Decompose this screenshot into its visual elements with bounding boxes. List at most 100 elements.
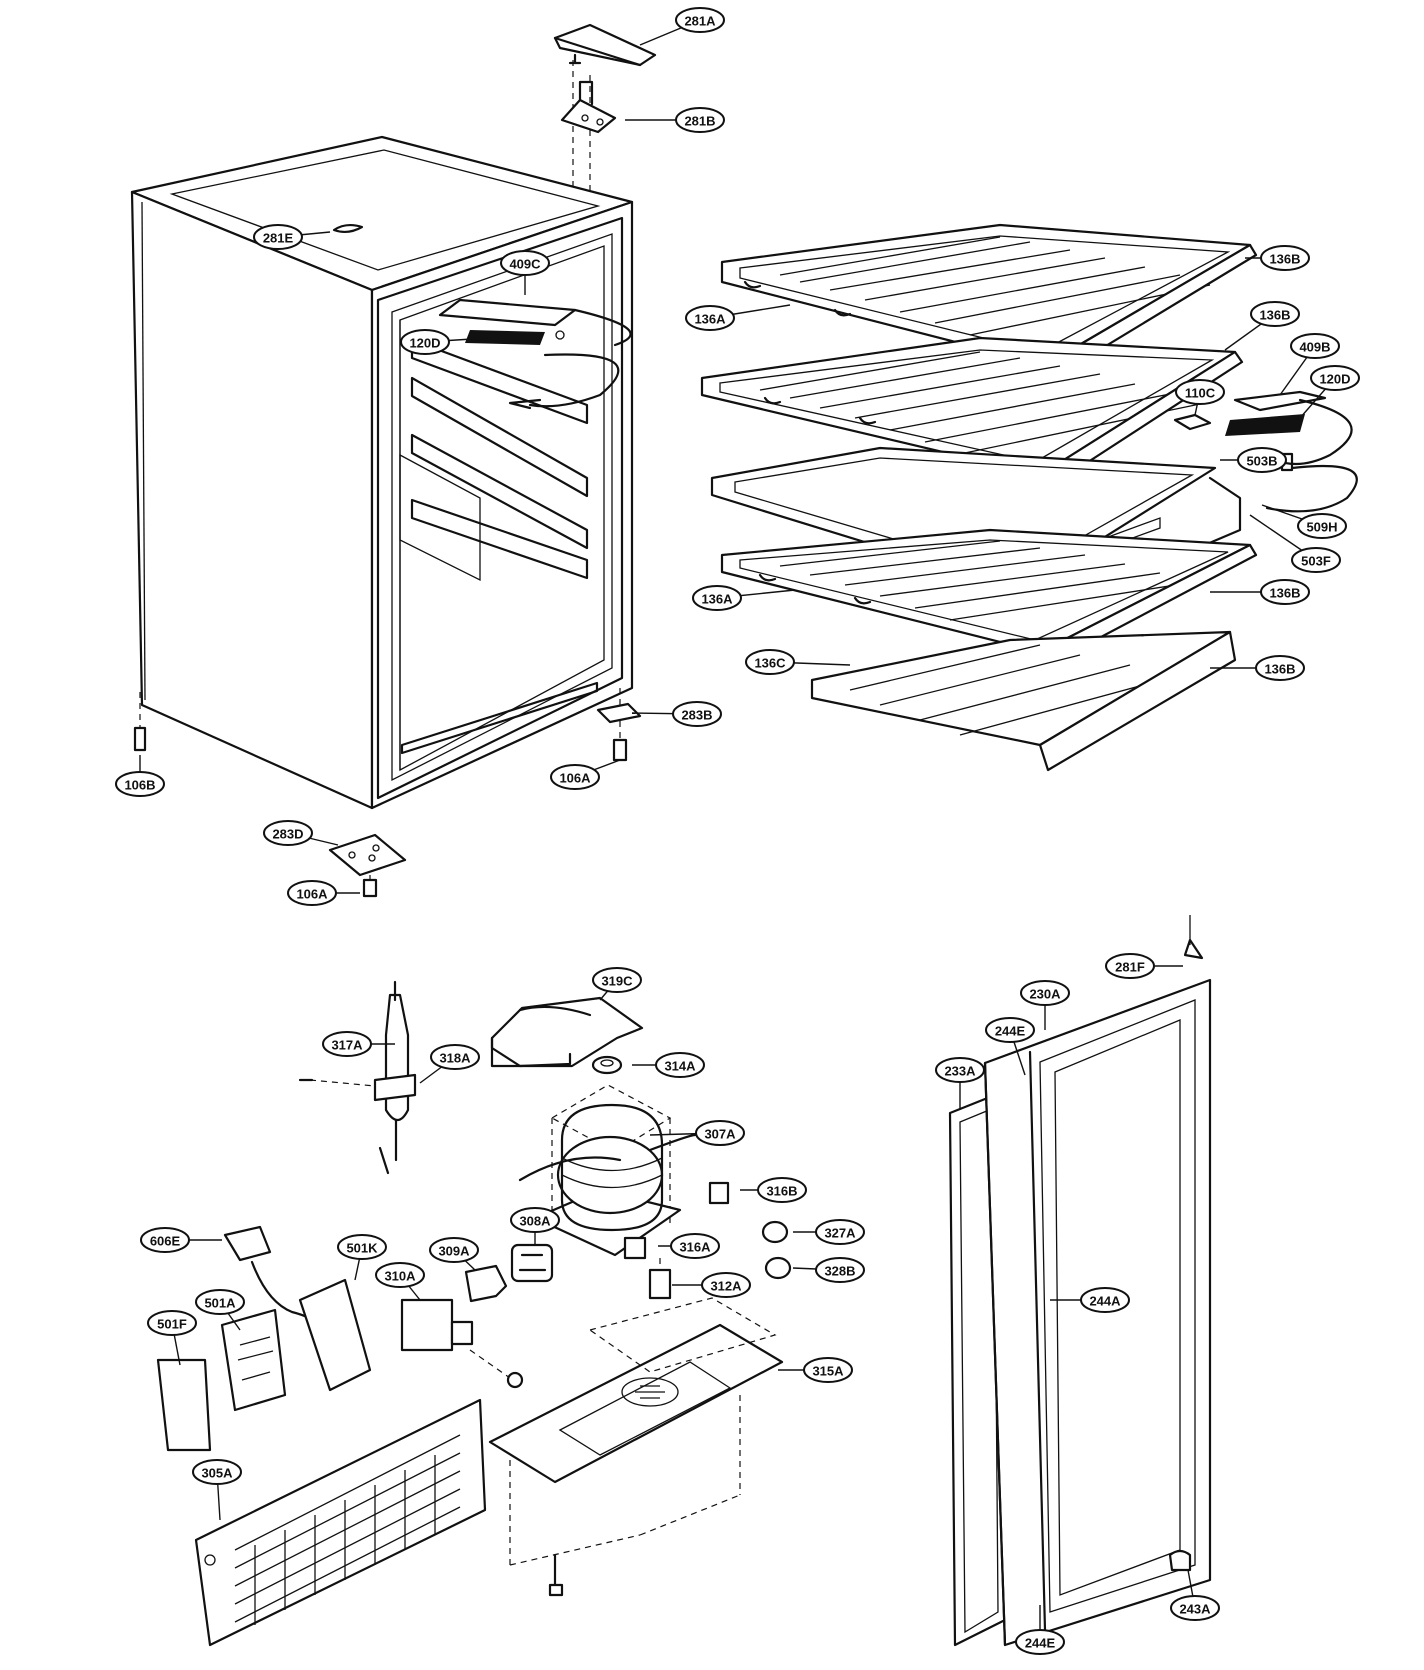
- callout-bubble: [550, 764, 600, 790]
- callout-label: 319C: [601, 974, 633, 989]
- callout-bubble: [815, 1219, 865, 1245]
- callout-label: 314A: [664, 1059, 696, 1074]
- callout-bubble: [147, 1310, 197, 1336]
- callout-bubble: [375, 1262, 425, 1288]
- callout-bubble: [1105, 953, 1155, 979]
- callout-244e: 244E: [1015, 1605, 1065, 1655]
- callout-label: 281B: [684, 114, 715, 129]
- callout-501a: 501A: [195, 1289, 245, 1331]
- callout-bubble: [592, 967, 642, 993]
- callout-106a: 106A: [287, 880, 360, 906]
- callout-label: 307A: [704, 1127, 736, 1142]
- callout-bubble: [1260, 579, 1310, 605]
- callout-label: 281E: [263, 231, 294, 246]
- callout-bubble: [253, 224, 303, 250]
- callout-label: 503B: [1246, 454, 1277, 469]
- callout-label: 327A: [824, 1226, 856, 1241]
- callout-bubble: [1170, 1595, 1220, 1621]
- callout-label: 106A: [559, 771, 591, 786]
- callout-233a: 233A: [935, 1057, 985, 1110]
- callout-bubble: [1175, 379, 1225, 405]
- callout-244a: 244A: [1050, 1287, 1130, 1313]
- callout-label: 136B: [1264, 662, 1295, 677]
- callout-label: 308A: [519, 1214, 551, 1229]
- callout-label: 243A: [1179, 1602, 1211, 1617]
- callout-label: 230A: [1029, 987, 1061, 1002]
- callout-312a: 312A: [672, 1272, 751, 1298]
- callout-bubble: [500, 250, 550, 276]
- callout-110c: 110C: [1175, 379, 1225, 416]
- callout-106b: 106B: [115, 755, 165, 797]
- callout-318a: 318A: [419, 1044, 480, 1084]
- callout-283d: 283D: [263, 820, 339, 846]
- callout-281a: 281A: [639, 7, 725, 46]
- callout-bubble: [337, 1234, 387, 1260]
- callout-label: 120D: [409, 336, 440, 351]
- callout-bubble: [985, 1017, 1035, 1043]
- door: [948, 915, 1212, 1647]
- callout-label: 120D: [1319, 372, 1350, 387]
- callout-bubble: [685, 305, 735, 331]
- callout-bubble: [1250, 301, 1300, 327]
- callout-label: 281A: [684, 14, 716, 29]
- callout-bubble: [400, 329, 450, 355]
- callout-label: 136B: [1269, 586, 1300, 601]
- callout-label: 136C: [754, 656, 786, 671]
- callout-503f: 503F: [1249, 514, 1341, 573]
- callout-bubble: [195, 1289, 245, 1315]
- callout-label: 244E: [1025, 1636, 1056, 1651]
- callout-label: 316A: [679, 1240, 711, 1255]
- callout-281b: 281B: [625, 107, 725, 133]
- callout-136b: 136B: [1210, 655, 1305, 681]
- callout-label: 509H: [1306, 520, 1337, 535]
- callout-bubble: [430, 1044, 480, 1070]
- callout-label: 312A: [710, 1279, 742, 1294]
- callout-label: 283B: [681, 708, 712, 723]
- callout-bubble: [1080, 1287, 1130, 1313]
- callout-bubble: [803, 1357, 853, 1383]
- callout-label: 409B: [1299, 340, 1330, 355]
- callout-label: 110C: [1185, 386, 1216, 401]
- callout-label: 501A: [204, 1296, 236, 1311]
- callout-503b: 503B: [1220, 447, 1287, 473]
- callout-bubble: [655, 1052, 705, 1078]
- callout-bubble: [935, 1057, 985, 1083]
- callout-bubble: [287, 880, 337, 906]
- callout-316b: 316B: [740, 1177, 807, 1203]
- callout-label: 317A: [331, 1038, 363, 1053]
- callout-501k: 501K: [337, 1234, 387, 1281]
- callout-243a: 243A: [1170, 1569, 1220, 1621]
- callout-281f: 281F: [1105, 953, 1183, 979]
- callout-bubble: [757, 1177, 807, 1203]
- callout-327a: 327A: [793, 1219, 865, 1245]
- callout-bubble: [675, 107, 725, 133]
- callout-bubble: [1020, 980, 1070, 1006]
- callout-314a: 314A: [632, 1052, 705, 1078]
- callout-230a: 230A: [1020, 980, 1070, 1030]
- callout-bubble: [670, 1233, 720, 1259]
- callout-label: 316B: [766, 1184, 797, 1199]
- callout-label: 136B: [1259, 308, 1290, 323]
- callout-bubble: [1290, 333, 1340, 359]
- callout-136b: 136B: [1224, 301, 1300, 351]
- compressor-area: [156, 980, 792, 1647]
- callout-310a: 310A: [375, 1262, 425, 1301]
- callout-106a: 106A: [550, 759, 621, 790]
- callout-label: 310A: [384, 1269, 416, 1284]
- callout-bubble: [510, 1207, 560, 1233]
- callout-bubble: [672, 701, 722, 727]
- callout-label: 501K: [346, 1241, 378, 1256]
- callout-label: 283D: [272, 827, 303, 842]
- callout-309a: 309A: [429, 1237, 479, 1271]
- callout-305a: 305A: [192, 1459, 242, 1521]
- callout-244e: 244E: [985, 1017, 1035, 1076]
- callout-bubble: [1255, 655, 1305, 681]
- callout-bubble: [675, 7, 725, 33]
- callout-120d: 120D: [400, 329, 489, 355]
- callout-label: 606E: [150, 1234, 181, 1249]
- callout-328b: 328B: [792, 1257, 865, 1283]
- callout-label: 318A: [439, 1051, 471, 1066]
- callout-409c: 409C: [500, 250, 550, 295]
- callout-307a: 307A: [649, 1120, 745, 1146]
